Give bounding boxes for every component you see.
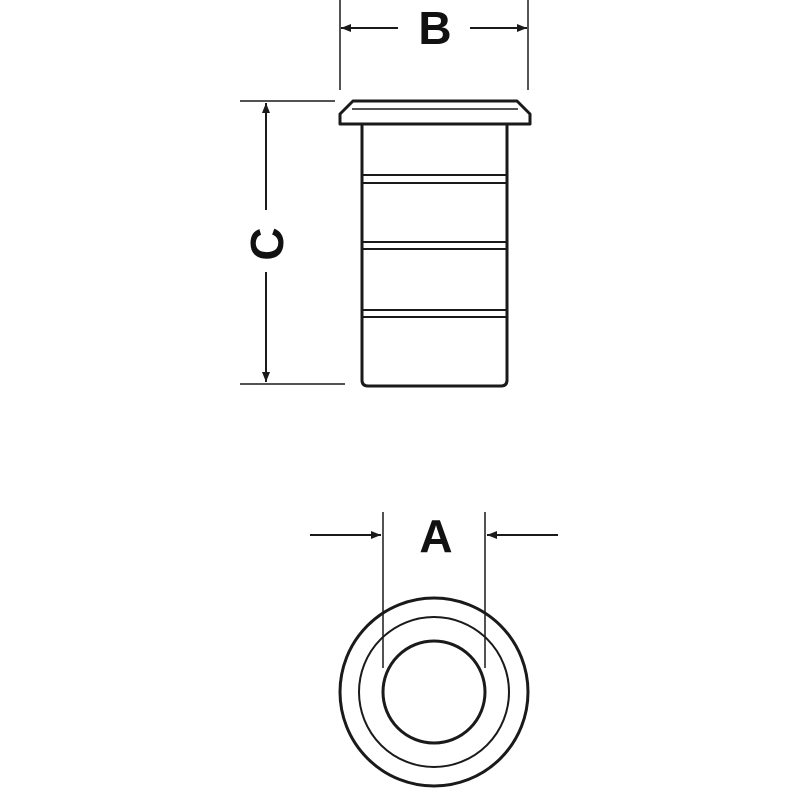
sleeve-grooves — [362, 174, 507, 318]
top-view — [338, 596, 530, 788]
side-view — [338, 99, 532, 388]
outer-ring — [338, 596, 530, 788]
dimension-a — [310, 512, 558, 668]
dim-c-label: C — [241, 227, 293, 260]
middle-ring — [358, 616, 510, 768]
dim-b-label: B — [418, 2, 451, 54]
dimension-b — [339, 0, 529, 90]
bore-circle — [381, 639, 487, 745]
dimension-c — [240, 100, 345, 385]
flange-outline — [338, 99, 532, 126]
dim-a-label: A — [419, 510, 452, 562]
sleeve-body — [360, 124, 509, 388]
